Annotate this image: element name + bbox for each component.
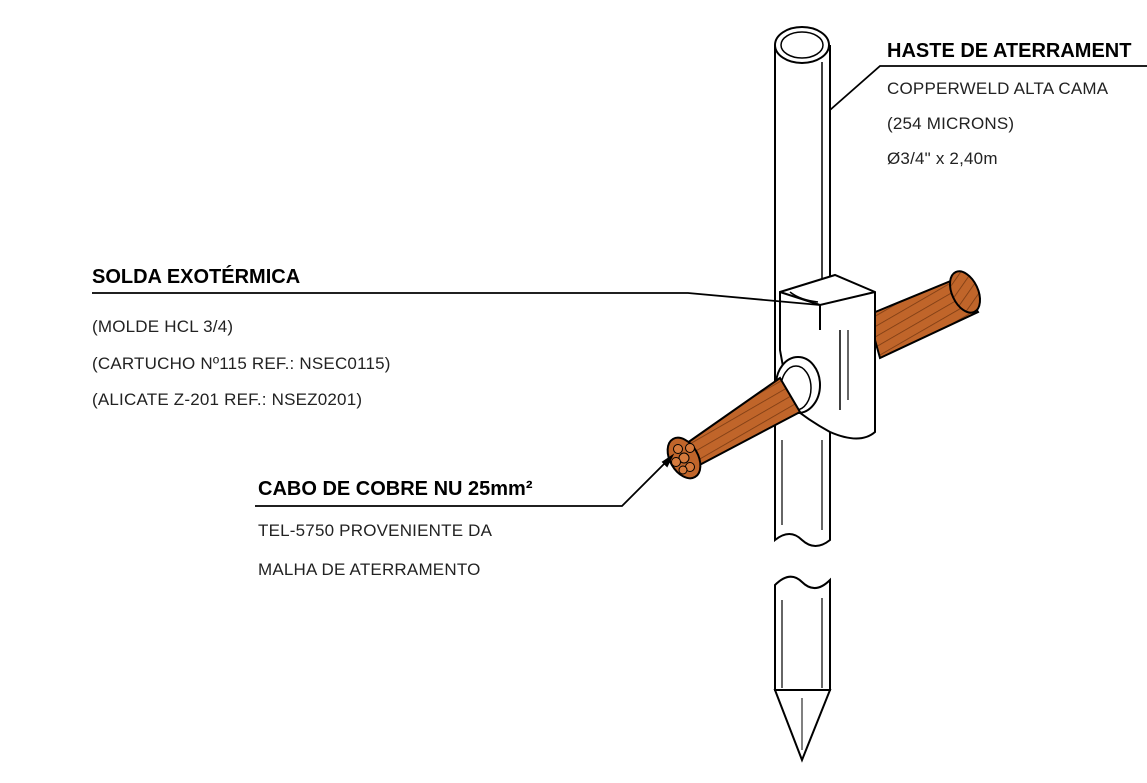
- rod-spec-line: COPPERWELD ALTA CAMA: [887, 79, 1109, 98]
- ground-rod-lower: [773, 575, 832, 763]
- rod-spec-line: (254 MICRONS): [887, 114, 1015, 133]
- copper-cable: [666, 376, 802, 480]
- weld-spec-line: (ALICATE Z-201 REF.: NSEZ0201): [92, 390, 363, 409]
- cable-spec-line: MALHA DE ATERRAMENTO: [258, 560, 481, 579]
- rod-spec-line: Ø3/4" x 2,40m: [887, 149, 998, 168]
- leader-lines: [92, 65, 1147, 507]
- cable-title: CABO DE COBRE NU 25mm²: [258, 478, 533, 500]
- cable-rear-segment: [866, 270, 982, 360]
- cable-spec-line: TEL-5750 PROVENIENTE DA: [258, 521, 493, 540]
- weld-spec-line: (MOLDE HCL 3/4): [92, 317, 234, 336]
- weld-spec-line: (CARTUCHO Nº115 REF.: NSEC0115): [92, 354, 391, 373]
- rod-title: HASTE DE ATERRAMENT: [887, 40, 1132, 62]
- weld-title: SOLDA EXOTÉRMICA: [92, 266, 301, 288]
- exothermic-weld-block: [775, 273, 876, 440]
